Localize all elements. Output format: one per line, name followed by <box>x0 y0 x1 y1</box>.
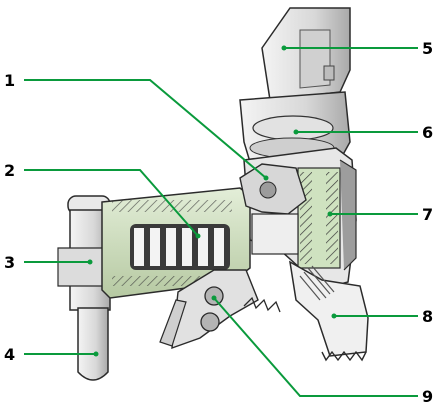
roller-lower <box>200 312 220 332</box>
callout-7-leader <box>327 211 418 217</box>
lower-saw-edge <box>243 296 281 313</box>
cylinder-ring <box>252 115 334 141</box>
callout-4-label: 4 <box>4 345 15 364</box>
callout-4-leader <box>24 351 99 357</box>
left-lower-tube <box>77 307 109 381</box>
spring-coil <box>130 224 230 270</box>
base-grip-ribs <box>299 265 335 301</box>
callout-labels: 1 2 3 4 5 6 7 8 9 <box>4 39 433 406</box>
callout-9-leader <box>211 295 418 397</box>
callout-3-leader <box>24 259 93 265</box>
appliance-illustration <box>57 7 369 381</box>
callout-8-label: 8 <box>422 307 433 326</box>
base-teeth <box>321 350 367 362</box>
trigger-linkage <box>171 269 259 350</box>
top-cone-window <box>299 29 331 89</box>
callout-5-leader <box>281 45 418 51</box>
callout-7-label: 7 <box>422 205 433 224</box>
top-cone-button <box>323 65 335 81</box>
motor-hatch-bottom <box>112 276 232 286</box>
trigger-blade <box>159 299 187 347</box>
callout-leaders <box>24 45 418 397</box>
callout-2-label: 2 <box>4 161 15 180</box>
central-block <box>251 213 299 255</box>
callout-9-label: 9 <box>422 387 433 406</box>
callout-1-leader <box>24 79 269 181</box>
callout-6-leader <box>293 129 418 135</box>
inner-chamber-hatch-2 <box>326 172 338 264</box>
callout-5-label: 5 <box>422 39 433 58</box>
callout-3-label: 3 <box>4 253 15 272</box>
callout-2-leader <box>24 169 201 239</box>
callout-1-label: 1 <box>4 71 15 90</box>
callout-8-leader <box>331 313 418 319</box>
central-gear <box>259 181 277 199</box>
callout-6-label: 6 <box>422 123 433 142</box>
